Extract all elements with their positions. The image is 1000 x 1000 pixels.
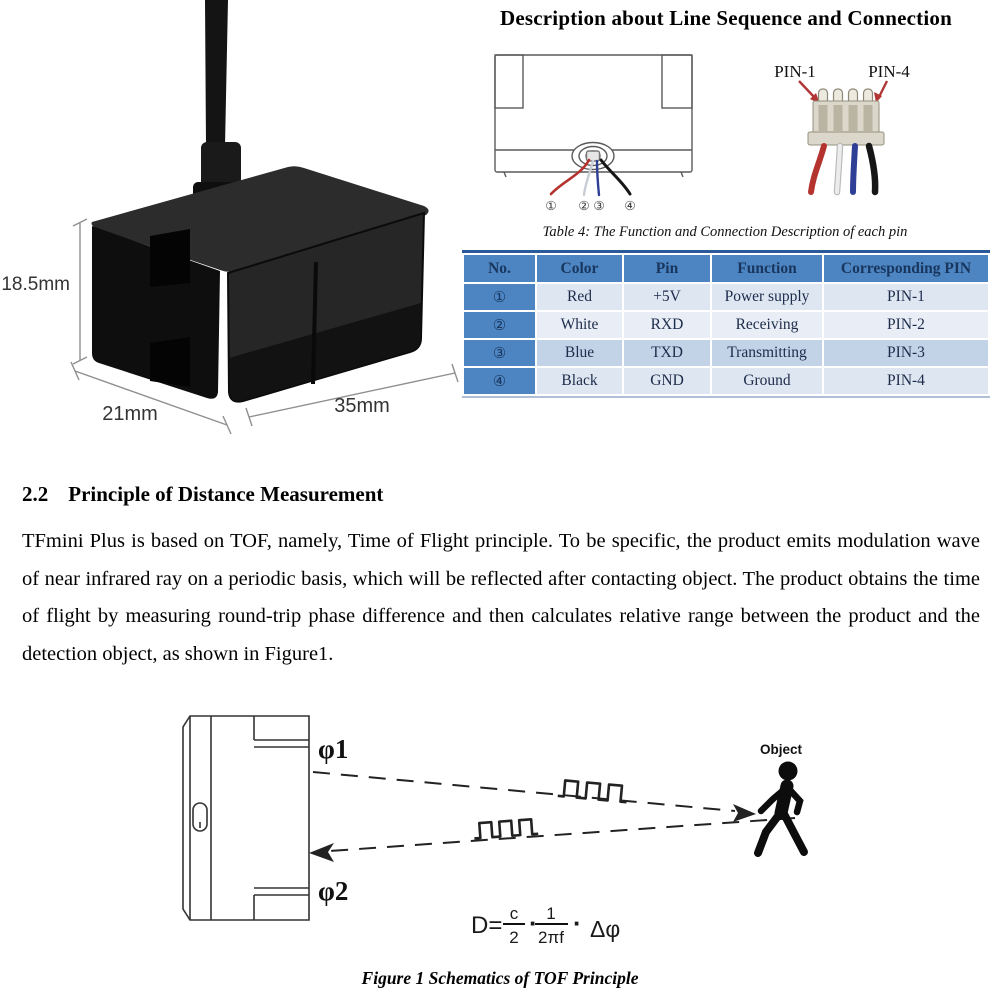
connection-section: Description about Line Sequence and Conn…: [460, 0, 1000, 460]
cell-no: ③: [464, 340, 535, 366]
connector-wire-red: [808, 143, 827, 195]
cell-corresponding-pin: PIN-3: [824, 340, 988, 366]
dim-label-depth: 21mm: [102, 403, 158, 425]
dim-label-height: 18.5mm: [1, 274, 70, 295]
arrowhead-right: [733, 804, 756, 822]
cell-no: ①: [464, 284, 535, 310]
table-header-row: No. Color Pin Function Corresponding PIN: [464, 255, 988, 282]
cell-color: Blue: [537, 340, 622, 366]
connection-diagram: ① ② ③ ④ PIN-1 PIN-4: [494, 54, 910, 213]
cell-color: White: [537, 312, 622, 338]
side-button: [192, 802, 208, 832]
formula-num2: 1: [546, 904, 555, 923]
product-photo: 18.5mm 21mm 35mm: [1, 0, 459, 435]
cell-corresponding-pin: PIN-1: [824, 284, 988, 310]
table-caption: Table 4: The Function and Connection Des…: [542, 224, 908, 240]
pin-table-wrap: No. Color Pin Function Corresponding PIN…: [462, 250, 990, 398]
connector-wire-blue: [850, 143, 858, 195]
rear-wires: [549, 158, 632, 197]
section-heading: 2.2 Principle of Distance Measurement: [22, 482, 980, 507]
table-row: ③ Blue TXD Transmitting PIN-3: [464, 340, 988, 366]
connector-wire-white: [834, 143, 843, 195]
connector-flange: [807, 131, 885, 146]
cell-no: ②: [464, 312, 535, 338]
pulse-train-out: [557, 779, 627, 804]
table-row: ① Red +5V Power supply PIN-1: [464, 284, 988, 310]
formula-d: D=: [471, 912, 502, 939]
table-row: ② White RXD Receiving PIN-2: [464, 312, 988, 338]
lens-divider: [311, 261, 318, 385]
wire-number-3: ③: [593, 199, 604, 213]
cell-color: Red: [537, 284, 622, 310]
pin4-label: PIN-4: [868, 62, 910, 81]
section-number: 2.2: [22, 482, 49, 506]
sensor-side-view: [182, 715, 310, 921]
phi2-label: φ2: [318, 876, 348, 906]
formula-delta: Δφ: [590, 916, 620, 942]
reflected-beam: [309, 817, 796, 862]
col-header: Pin: [624, 255, 710, 282]
section-title: Principle of Distance Measurement: [68, 482, 384, 506]
tof-principle-figure: φ1 φ2 Object D= c 2: [182, 715, 808, 947]
connector-photo: [807, 88, 885, 196]
formula-dot2: ·: [573, 908, 582, 938]
dim-line-height: [72, 218, 88, 365]
cell-pin: GND: [624, 368, 710, 394]
cell-color: Black: [537, 368, 622, 394]
walking-person-icon: [754, 761, 808, 857]
wire-number-2: ②: [578, 199, 589, 213]
wire-number-1: ①: [545, 199, 556, 213]
cell-no: ④: [464, 368, 535, 394]
cell-pin: RXD: [624, 312, 710, 338]
pin1-label: PIN-1: [774, 62, 816, 81]
cell-corresponding-pin: PIN-4: [824, 368, 988, 394]
section-2-2: 2.2 Principle of Distance Measurement TFm…: [22, 482, 980, 673]
col-header: No.: [464, 255, 535, 282]
dim-label-width: 35mm: [334, 395, 390, 417]
cable: [205, 0, 228, 146]
dim-line-width: [245, 363, 459, 427]
wire-numbers: ① ② ③ ④: [545, 199, 635, 213]
connector-wires: [808, 142, 879, 196]
cell-corresponding-pin: PIN-2: [824, 312, 988, 338]
object-label: Object: [760, 742, 803, 757]
sensor-rear-view: [494, 54, 693, 178]
cell-function: Receiving: [712, 312, 822, 338]
formula-num1: c: [510, 904, 519, 923]
connection-heading: Description about Line Sequence and Conn…: [500, 6, 952, 30]
sensor-body: [91, 166, 429, 403]
col-header: Color: [537, 255, 622, 282]
cell-pin: TXD: [624, 340, 710, 366]
wire-red: [549, 158, 591, 196]
formula-den1: 2: [509, 928, 518, 947]
cable-sleeve: [201, 142, 241, 190]
cell-function: Transmitting: [712, 340, 822, 366]
dim-line-depth: [70, 361, 232, 435]
wire-blue: [595, 159, 601, 197]
col-header: Corresponding PIN: [824, 255, 988, 282]
cell-pin: +5V: [624, 284, 710, 310]
pin-table: No. Color Pin Function Corresponding PIN…: [462, 253, 990, 396]
wire-number-4: ④: [624, 199, 635, 213]
cell-function: Power supply: [712, 284, 822, 310]
wire-black: [599, 158, 632, 196]
col-header: Function: [712, 255, 822, 282]
formula-den2: 2πf: [538, 928, 564, 947]
emitted-beam: [312, 771, 756, 822]
figure-caption: Figure 1 Schematics of TOF Principle: [361, 968, 639, 988]
tof-formula: D= c 2 · 1 2πf · Δφ: [471, 904, 620, 947]
section-body: TFmini Plus is based on TOF, namely, Tim…: [22, 530, 980, 665]
cell-function: Ground: [712, 368, 822, 394]
wire-white: [582, 159, 595, 197]
connector-wire-black: [865, 142, 879, 196]
phi1-label: φ1: [318, 734, 348, 764]
formula-dot1: ·: [529, 908, 538, 938]
pulse-train-return: [474, 817, 539, 840]
arrowhead-left: [309, 843, 334, 862]
connector-crimps: [817, 88, 874, 105]
table-row: ④ Black GND Ground PIN-4: [464, 368, 988, 394]
